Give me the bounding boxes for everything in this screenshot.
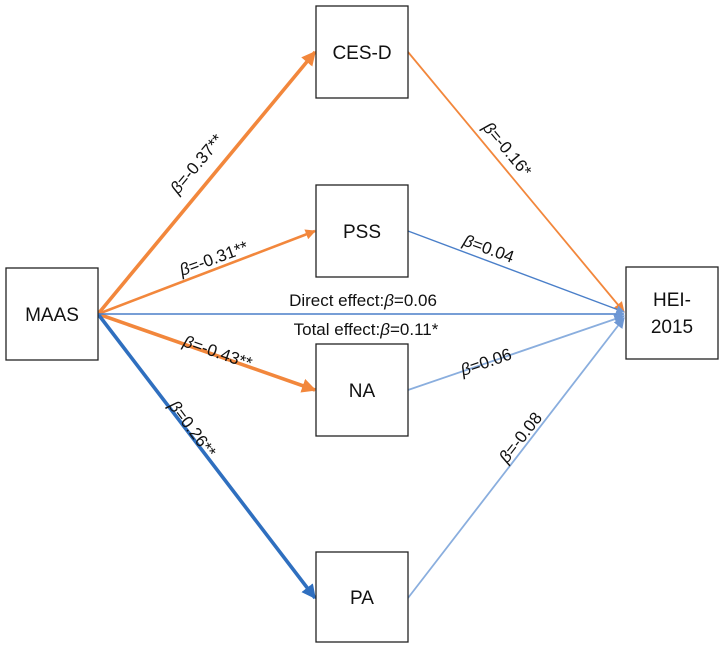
direct-effect-prefix: Direct effect: xyxy=(289,291,384,310)
direct-effect-value: =0.06 xyxy=(394,291,437,310)
coef-value: =0.04 xyxy=(470,234,517,267)
node-pss: PSS xyxy=(315,184,409,278)
path-cesd-hei xyxy=(407,51,625,313)
node-na: NA xyxy=(315,343,409,437)
coef-value: =0.06 xyxy=(467,345,514,377)
node-maas: MAAS xyxy=(5,267,99,361)
path-maas-na xyxy=(97,312,317,393)
path-na-hei xyxy=(407,314,626,391)
node-maas-label: MAAS xyxy=(25,305,79,326)
node-cesd: CES-D xyxy=(315,5,409,99)
beta-symbol: β xyxy=(379,320,390,339)
path-pa-hei xyxy=(407,317,625,599)
path-maas-cesd xyxy=(96,50,317,316)
coef-maas-na: β=-0.43** xyxy=(180,331,255,373)
node-hei-label-line2: 2015 xyxy=(651,317,693,338)
node-na-label: NA xyxy=(349,381,376,402)
path-pss-hei xyxy=(407,230,625,314)
coef-maas-pa: β=0.26** xyxy=(164,396,220,461)
node-hei: HEI- 2015 xyxy=(625,266,719,360)
total-effect-value: =0.11* xyxy=(390,320,439,339)
total-effect-label: Total effect:β=0.11* xyxy=(294,320,439,339)
coef-maas-pss: β=-0.31** xyxy=(176,237,251,280)
node-cesd-label: CES-D xyxy=(332,43,391,64)
node-pss-label: PSS xyxy=(343,222,381,243)
total-effect-prefix: Total effect: xyxy=(294,320,381,339)
node-pa-label: PA xyxy=(350,588,374,609)
coef-value: =-0.08 xyxy=(501,409,546,459)
node-pa: PA xyxy=(315,551,409,643)
coef-value: =-0.37** xyxy=(173,130,228,190)
coef-value: =-0.31** xyxy=(186,237,251,276)
coef-value: =0.26** xyxy=(171,405,220,462)
coef-pa-hei: β=-0.08 xyxy=(495,409,547,468)
coef-maas-cesd: β=-0.37** xyxy=(166,130,227,198)
path-maas-pss xyxy=(97,229,316,316)
coef-value: =-0.43** xyxy=(190,335,255,373)
path-maas-pa xyxy=(96,312,317,600)
beta-symbol: β xyxy=(383,291,394,310)
node-hei-label-line1: HEI- xyxy=(653,290,691,311)
direct-effect-label: Direct effect:β=0.06 xyxy=(289,291,437,310)
coef-na-hei: β=0.06 xyxy=(457,345,514,380)
